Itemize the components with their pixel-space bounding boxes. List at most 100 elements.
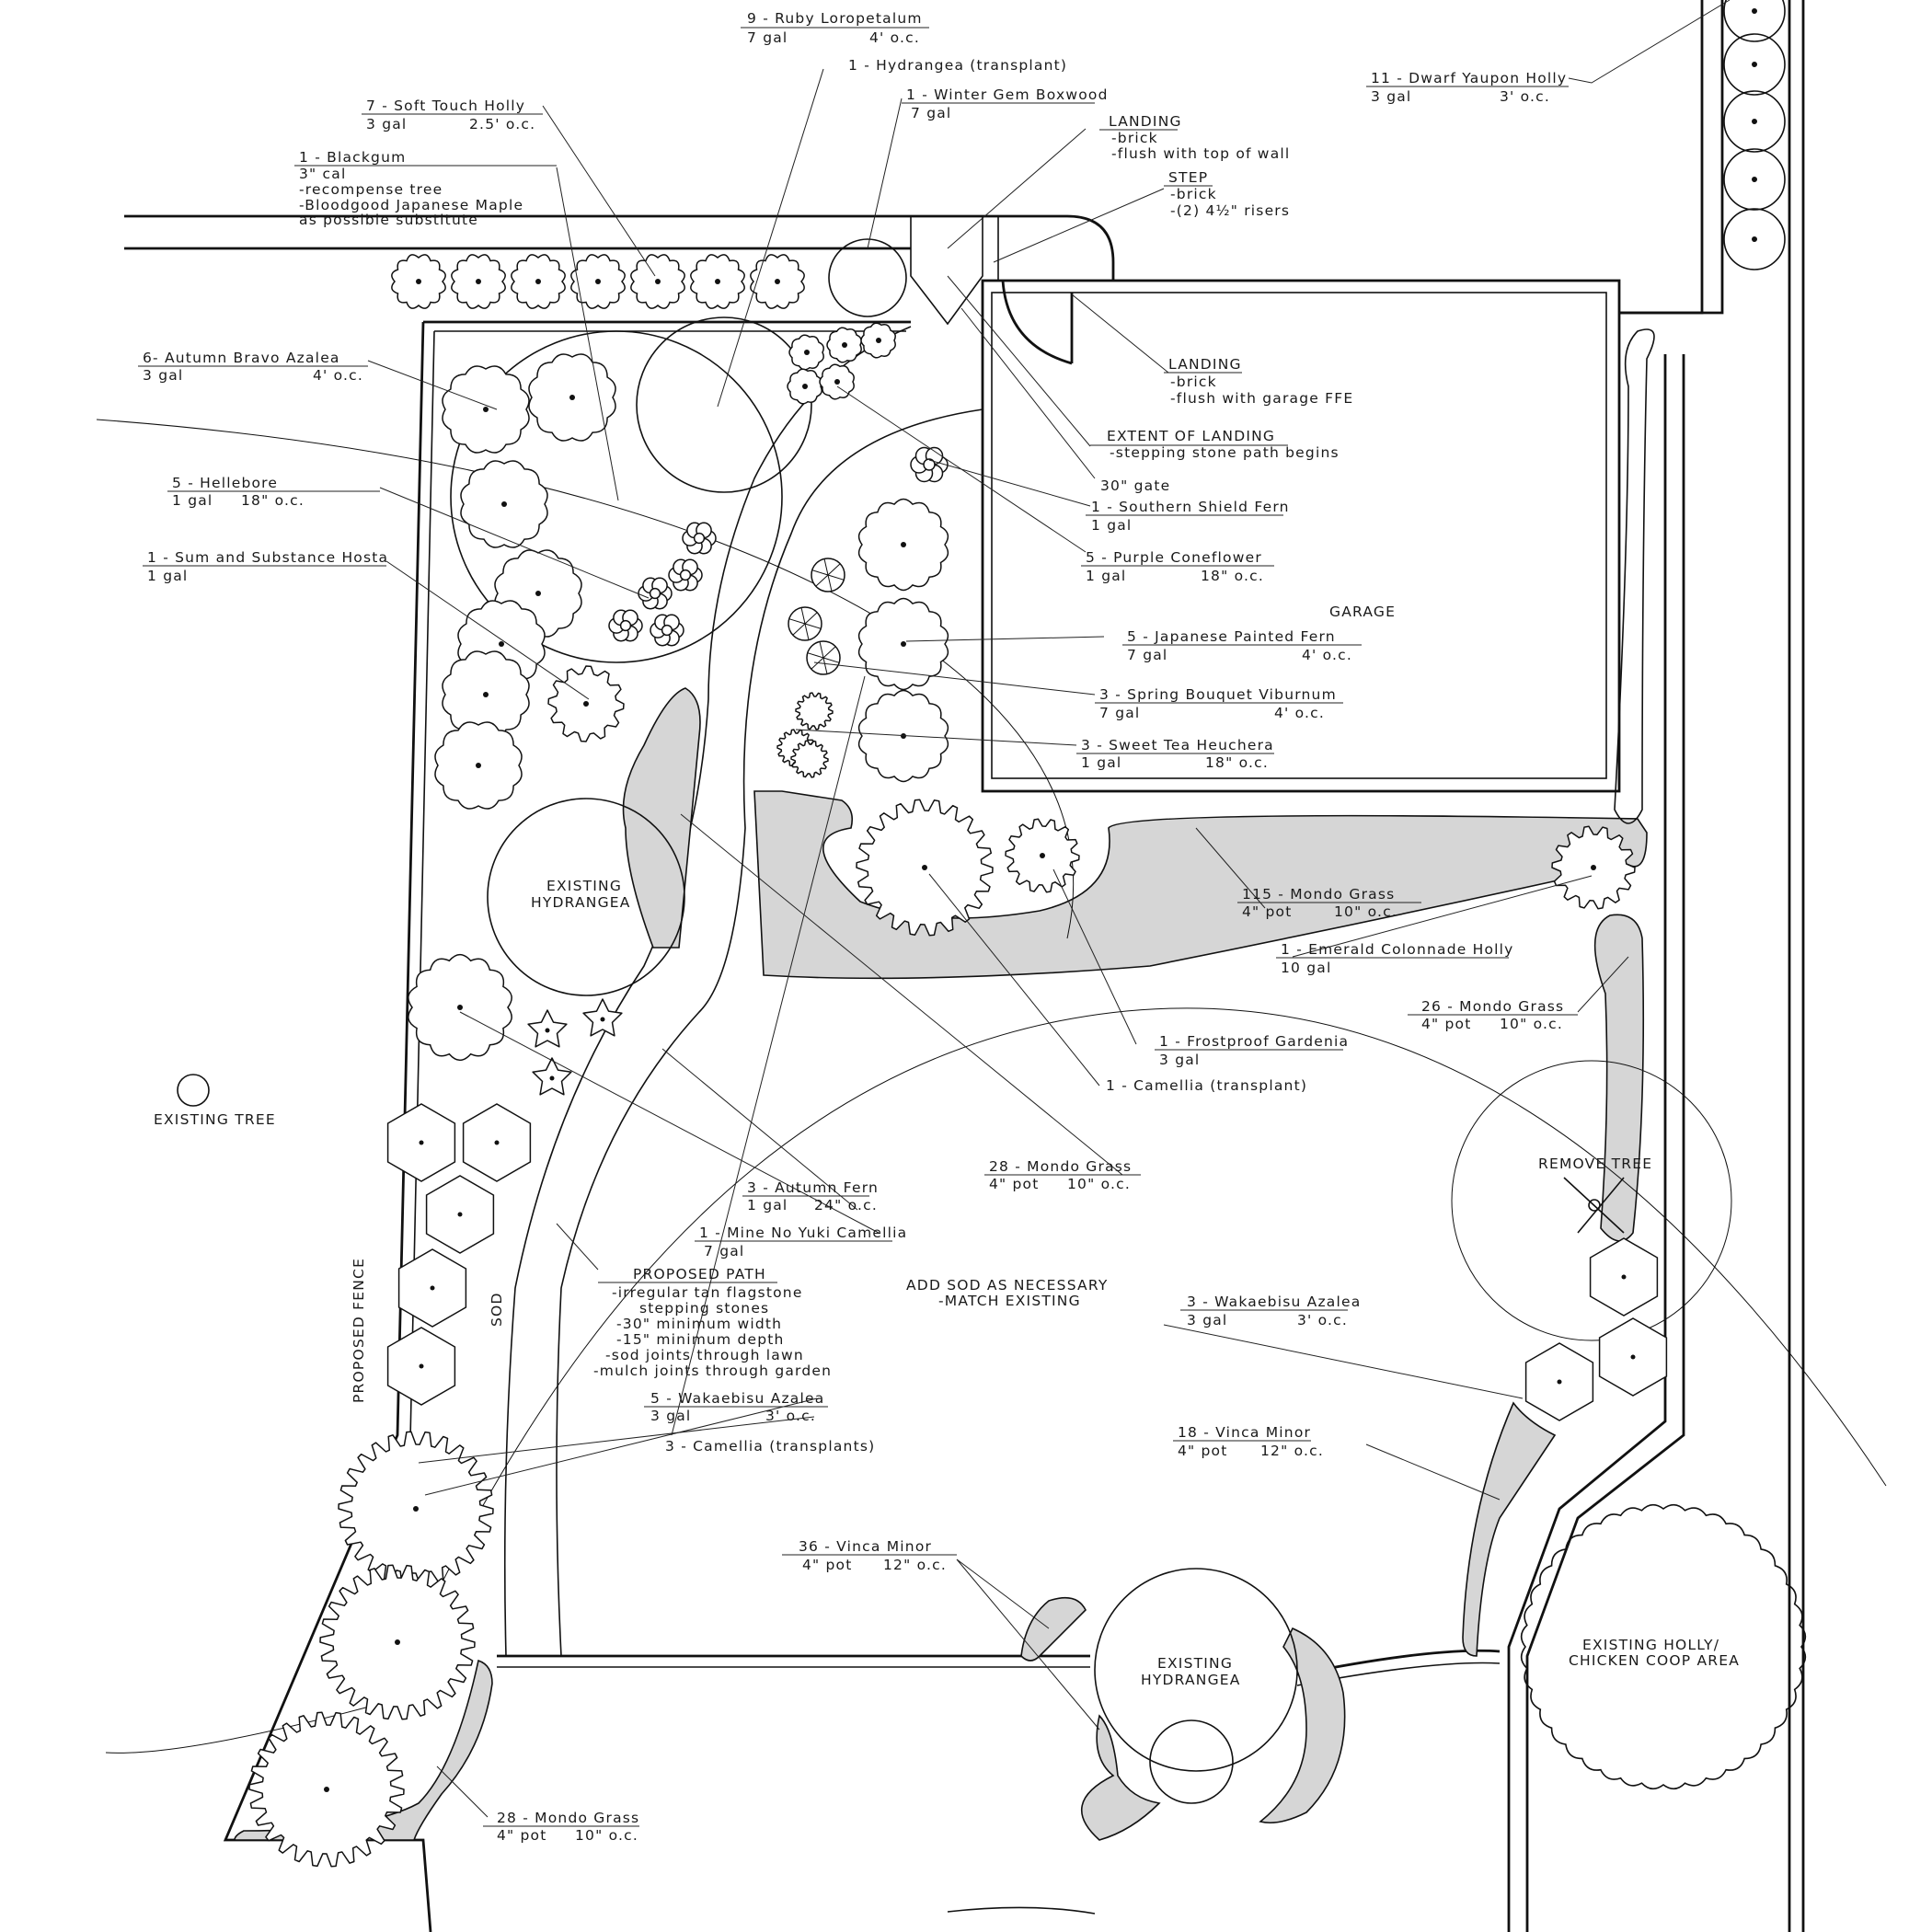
- label-proposed-path-1: stepping stones: [639, 1300, 769, 1317]
- label-mondo-28-mid: 28 - Mondo Grass: [989, 1158, 1132, 1175]
- hydrangea-transplant-canopy: [636, 316, 812, 493]
- label-hellebore-size: 1 gal: [172, 492, 213, 509]
- label-japanese-painted-fern-size: 7 gal: [1127, 647, 1167, 663]
- label-hosta-size: 1 gal: [147, 568, 188, 584]
- dwarf-yaupon-holly-symbol: [1752, 236, 1757, 242]
- autumn-bravo-azalea-symbol: [569, 395, 575, 400]
- label-wakaebisu-5: 5 - Wakaebisu Azalea: [650, 1390, 824, 1407]
- bed-mondo-right: [1593, 914, 1645, 1242]
- label-southern-shield-fern-size: 1 gal: [1091, 517, 1132, 534]
- spring-bouquet-viburnum-symbol: [811, 569, 829, 576]
- spring-bouquet-viburnum-symbol: [815, 574, 829, 587]
- label-existing-tree: EXISTING TREE: [154, 1111, 276, 1128]
- bed-vinca-right: [1462, 1401, 1557, 1657]
- label-mondo-26-spacing: 10" o.c.: [1500, 1016, 1563, 1032]
- label-spring-bouquet-viburnum-spacing: 4' o.c.: [1274, 705, 1325, 721]
- existing-hydrangea-lower-inner: [1149, 1719, 1234, 1804]
- spring-bouquet-viburnum-symbol: [804, 623, 810, 640]
- bed-mondo-bottom: [234, 1659, 493, 1841]
- label-landing-top-0: -brick: [1111, 130, 1158, 146]
- label-landing-top-1: -flush with top of wall: [1111, 145, 1290, 162]
- label-spring-bouquet-viburnum: 3 - Spring Bouquet Viburnum: [1099, 686, 1337, 703]
- label-existing-hydrangea-2b: HYDRANGEA: [1141, 1672, 1241, 1688]
- blackgum-canopy: [450, 330, 783, 663]
- hellebore-symbol: [679, 569, 692, 581]
- hellebore-symbol: [693, 532, 706, 545]
- label-gate: 30" gate: [1100, 477, 1170, 494]
- camellia-transplant-symbol: [922, 865, 927, 870]
- wakaebisu-azalea-3-symbol: [1557, 1379, 1562, 1385]
- label-landing-garage-0: -brick: [1170, 374, 1217, 390]
- label-vinca-18: 18 - Vinca Minor: [1178, 1424, 1311, 1441]
- label-emerald-colonnade-holly-size: 10 gal: [1281, 960, 1332, 976]
- callout-labels: 9 - Ruby Loropetalum 7 gal 4' o.c. 1 - H…: [138, 10, 1740, 1844]
- label-wakaebisu-5-size: 3 gal: [650, 1408, 691, 1424]
- existing-hydrangea-upper: [487, 798, 685, 996]
- camellia-transplants-symbol: [413, 1506, 419, 1512]
- label-vinca-36-spacing: 12" o.c.: [883, 1557, 947, 1573]
- autumn-bravo-azalea-symbol: [483, 407, 489, 412]
- japanese-painted-fern-symbol: [901, 542, 906, 547]
- label-mondo-28-mid-spacing: 10" o.c.: [1067, 1176, 1131, 1192]
- label-vinca-18-size: 4" pot: [1178, 1443, 1228, 1459]
- label-winter-gem-boxwood: 1 - Winter Gem Boxwood: [906, 86, 1109, 103]
- dwarf-yaupon-holly-symbol: [1723, 148, 1786, 211]
- mulch-beds: [234, 687, 1648, 1841]
- label-camellia-transplants: 3 - Camellia (transplants): [665, 1438, 875, 1455]
- soft-touch-holly-symbol: [775, 279, 780, 284]
- label-proposed-path: PROPOSED PATH: [633, 1266, 766, 1282]
- camellia-transplants-symbol: [324, 1787, 329, 1792]
- label-sweet-tea-heuchera-spacing: 18" o.c.: [1205, 754, 1269, 771]
- autumn-fern-symbol: [600, 1017, 605, 1022]
- winter-gem-boxwood: [828, 238, 907, 317]
- hellebore-symbol: [619, 619, 632, 632]
- label-dwarf-yaupon-holly: 11 - Dwarf Yaupon Holly: [1371, 70, 1567, 86]
- label-hydrangea-transplant: 1 - Hydrangea (transplant): [848, 57, 1067, 74]
- emerald-colonnade-holly-symbol: [1591, 865, 1596, 870]
- ruby-loropetalum-symbol: [842, 342, 847, 348]
- label-japanese-painted-fern: 5 - Japanese Painted Fern: [1127, 628, 1336, 645]
- label-holly-coop-2: CHICKEN COOP AREA: [1569, 1652, 1740, 1669]
- spring-bouquet-viburnum-symbol: [822, 657, 840, 663]
- label-proposed-path-4: -sod joints through lawn: [605, 1347, 804, 1363]
- camellia-transplants-symbol: [395, 1639, 400, 1645]
- soft-touch-holly-symbol: [655, 279, 661, 284]
- existing-holly-hedge: [1520, 1503, 1807, 1790]
- label-mondo-28-bottom: 28 - Mondo Grass: [497, 1810, 639, 1826]
- label-spring-bouquet-viburnum-size: 7 gal: [1099, 705, 1140, 721]
- spring-bouquet-viburnum-symbol: [811, 657, 824, 670]
- ruby-loropetalum-symbol: [876, 338, 881, 343]
- label-wakaebisu-5-spacing: 3' o.c.: [765, 1408, 816, 1424]
- existing-tree: [177, 1074, 210, 1107]
- wakaebisu-azalea-5-symbol: [494, 1140, 500, 1145]
- label-step-1: -(2) 4½" risers: [1170, 202, 1290, 219]
- label-landing-garage: LANDING: [1168, 356, 1242, 373]
- label-existing-hydrangea-2a: EXISTING: [1157, 1655, 1233, 1672]
- spring-bouquet-viburnum-symbol: [827, 574, 833, 592]
- ruby-loropetalum-symbol: [834, 379, 840, 385]
- label-soft-touch-holly-spacing: 2.5' o.c.: [469, 116, 535, 132]
- label-autumn-bravo-azalea-spacing: 4' o.c.: [313, 367, 363, 384]
- bed-mondo-left: [622, 687, 701, 949]
- label-blackgum-note-3: as possible substitute: [299, 212, 478, 228]
- label-blackgum-note-2: -Bloodgood Japanese Maple: [299, 197, 523, 213]
- label-sweet-tea-heuchera-size: 1 gal: [1081, 754, 1121, 771]
- label-frostproof-gardenia-size: 3 gal: [1159, 1052, 1200, 1068]
- label-ruby-loropetalum-size: 7 gal: [747, 29, 788, 46]
- soft-touch-holly-symbol: [535, 279, 541, 284]
- remove-tree-canopy: [1451, 1060, 1732, 1341]
- spring-bouquet-viburnum-symbol: [800, 607, 806, 625]
- autumn-bravo-azalea-symbol: [483, 692, 489, 697]
- wakaebisu-azalea-5-symbol: [419, 1363, 424, 1369]
- label-sweet-tea-heuchera: 3 - Sweet Tea Heuchera: [1081, 737, 1274, 753]
- label-blackgum: 1 - Blackgum: [299, 149, 406, 166]
- label-remove-tree: REMOVE TREE: [1538, 1156, 1652, 1172]
- dwarf-yaupon-holly-symbol: [1752, 119, 1757, 124]
- label-mondo-28-mid-size: 4" pot: [989, 1176, 1040, 1192]
- label-soft-touch-holly-size: 3 gal: [366, 116, 407, 132]
- label-extent-of-landing-0: -stepping stone path begins: [1110, 444, 1340, 461]
- ruby-loropetalum-symbol: [804, 350, 810, 355]
- dwarf-yaupon-holly-symbol: [1752, 62, 1757, 67]
- label-wakaebisu-3-spacing: 3' o.c.: [1297, 1312, 1348, 1328]
